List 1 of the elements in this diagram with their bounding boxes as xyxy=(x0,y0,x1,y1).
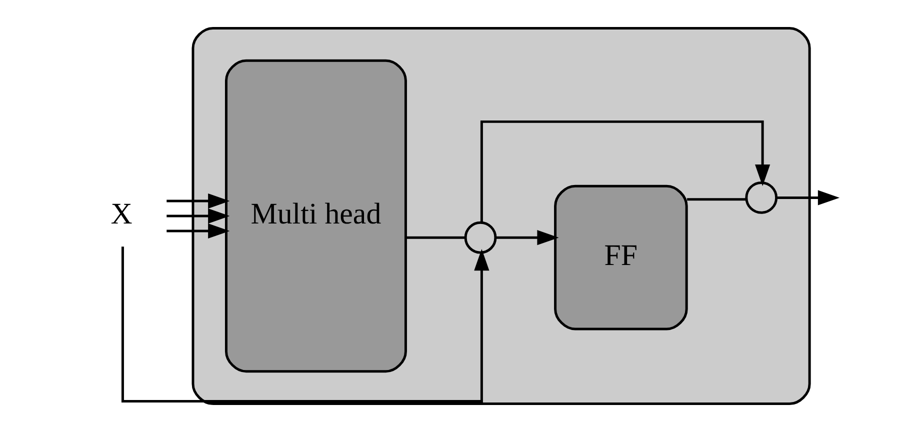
node-text: X xyxy=(110,197,132,230)
